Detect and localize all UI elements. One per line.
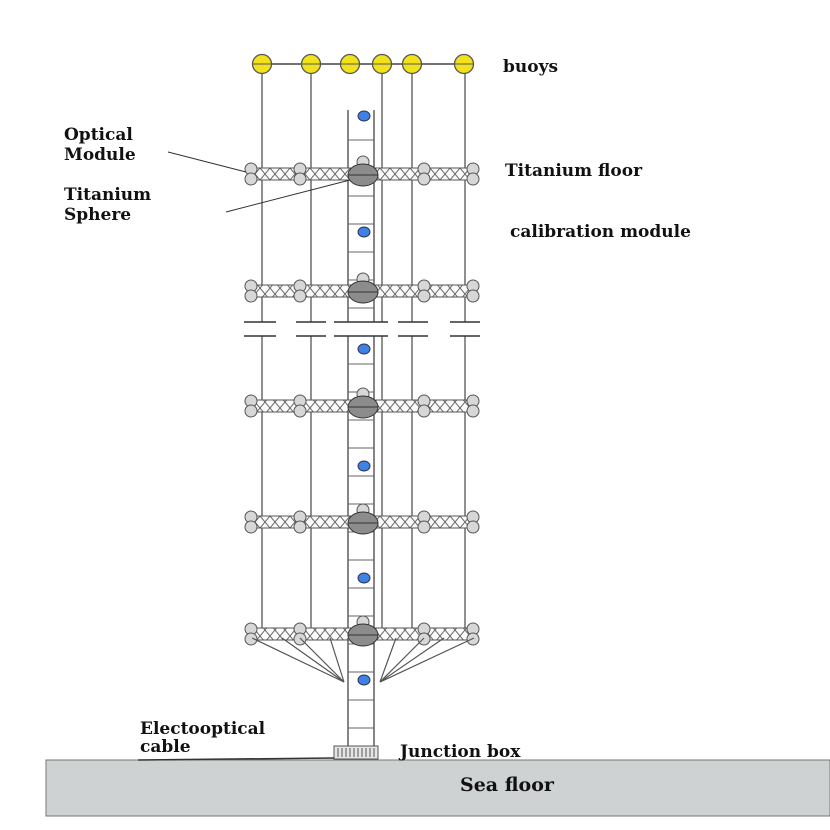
bridle-line (379, 637, 475, 683)
optical-module (244, 404, 258, 418)
optical-module (417, 632, 431, 646)
bridle-line (251, 637, 345, 683)
optical-module (244, 172, 258, 186)
calibration-module (357, 110, 371, 122)
label-electrooptical-cable-1: Electooptical (140, 719, 266, 739)
label-titanium-floor: Titanium floor (505, 161, 643, 181)
calibration-module (357, 674, 371, 686)
titanium-sphere-leader (225, 179, 351, 213)
label-titanium-sphere-2: Sphere (64, 205, 131, 225)
optical-module (293, 289, 307, 303)
electrooptical-cable (137, 757, 335, 761)
label-electrooptical-cable-2: cable (140, 737, 191, 757)
calibration-module (357, 460, 371, 472)
optical-module-leader (167, 151, 247, 173)
optical-module (417, 520, 431, 534)
sea-floor (45, 759, 830, 817)
optical-module (293, 632, 307, 646)
optical-module (466, 404, 480, 418)
label-buoys: buoys (503, 57, 558, 77)
bridle-line (281, 637, 345, 683)
bridle-line (379, 637, 397, 683)
junction-box (333, 745, 379, 760)
bridle-line (299, 637, 345, 683)
optical-module (466, 520, 480, 534)
label-calibration-module: calibration module (510, 222, 691, 242)
label-junction-box: Junction box (398, 742, 521, 762)
optical-module (293, 172, 307, 186)
optical-module (293, 520, 307, 534)
label-titanium-sphere-1: Titanium (64, 185, 151, 205)
optical-module (244, 632, 258, 646)
optical-module (417, 172, 431, 186)
optical-module (244, 520, 258, 534)
calibration-module (357, 226, 371, 238)
optical-module (293, 404, 307, 418)
bridle-line (379, 637, 425, 683)
bridle-line (379, 637, 445, 683)
label-optical-module-2: Module (64, 145, 136, 165)
optical-module (466, 289, 480, 303)
calibration-module (357, 343, 371, 355)
label-optical-module-1: Optical (64, 125, 133, 145)
label-sea-floor: Sea floor (460, 774, 555, 796)
optical-module (417, 289, 431, 303)
calibration-module (357, 572, 371, 584)
bridle-line (329, 637, 345, 683)
optical-module (244, 289, 258, 303)
optical-module (417, 404, 431, 418)
optical-module (466, 172, 480, 186)
